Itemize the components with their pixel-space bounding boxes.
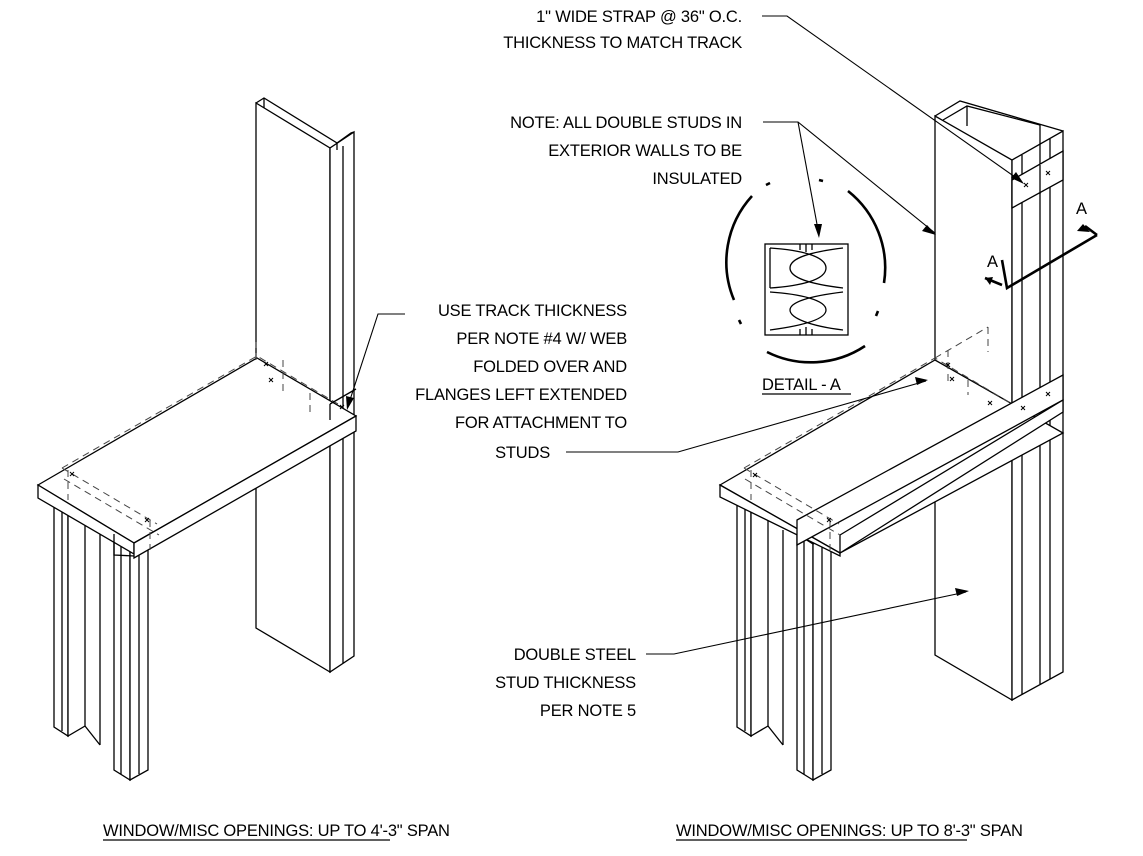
detail-a-insulation: DETAIL - A xyxy=(725,178,887,395)
double-stud-note-line-2: STUD THICKNESS xyxy=(495,674,636,692)
section-mark-label-2: A xyxy=(987,253,998,271)
insulation-note-line-3: INSULATED xyxy=(652,170,742,188)
double-stud-note-line-3: PER NOTE 5 xyxy=(540,702,636,720)
note-track: USE TRACK THICKNESS PER NOTE #4 W/ WEB F… xyxy=(415,302,627,462)
right-assembly: A A xyxy=(718,100,1098,782)
right-caption-text: WINDOW/MISC OPENINGS: UP TO 8'-3" SPAN xyxy=(676,822,1023,840)
left-caption-text: WINDOW/MISC OPENINGS: UP TO 4'-3" SPAN xyxy=(103,822,450,840)
track-note-line-4: FLANGES LEFT EXTENDED xyxy=(415,386,627,404)
right-jack-studs xyxy=(736,490,832,782)
note-double-stud: DOUBLE STEEL STUD THICKNESS PER NOTE 5 xyxy=(495,646,636,720)
track-note-line-5: FOR ATTACHMENT TO xyxy=(455,414,627,432)
insulation-note-line-2: EXTERIOR WALLS TO BE xyxy=(548,142,742,160)
strap-note-line-1: 1" WIDE STRAP @ 36" O.C. xyxy=(536,8,742,26)
left-jack-studs xyxy=(53,490,149,782)
track-note-line-1: USE TRACK THICKNESS xyxy=(438,302,627,320)
left-screw-marks xyxy=(69,361,345,523)
caption-left: WINDOW/MISC OPENINGS: UP TO 4'-3" SPAN xyxy=(103,822,450,841)
insulation-note-line-1: NOTE: ALL DOUBLE STUDS IN xyxy=(510,114,742,132)
left-header-track xyxy=(36,342,358,560)
strap-note-line-2: THICKNESS TO MATCH TRACK xyxy=(503,34,742,52)
track-note-line-6: STUDS xyxy=(495,444,550,462)
leader-lines xyxy=(346,15,1024,655)
section-mark-label: A xyxy=(1076,200,1087,218)
section-cut-a: A A xyxy=(984,200,1098,291)
right-header-track xyxy=(718,326,1065,558)
caption-right: WINDOW/MISC OPENINGS: UP TO 8'-3" SPAN xyxy=(676,822,1023,841)
note-insulation: NOTE: ALL DOUBLE STUDS IN EXTERIOR WALLS… xyxy=(510,114,742,188)
right-screw-marks xyxy=(752,170,1051,523)
detail-a-label: DETAIL - A xyxy=(762,376,841,394)
left-assembly xyxy=(36,97,358,782)
double-stud-note-line-1: DOUBLE STEEL xyxy=(514,646,636,664)
track-note-line-2: PER NOTE #4 W/ WEB xyxy=(456,330,627,348)
track-note-line-3: FOLDED OVER AND xyxy=(473,358,627,376)
note-strap: 1" WIDE STRAP @ 36" O.C. THICKNESS TO MA… xyxy=(503,8,742,52)
